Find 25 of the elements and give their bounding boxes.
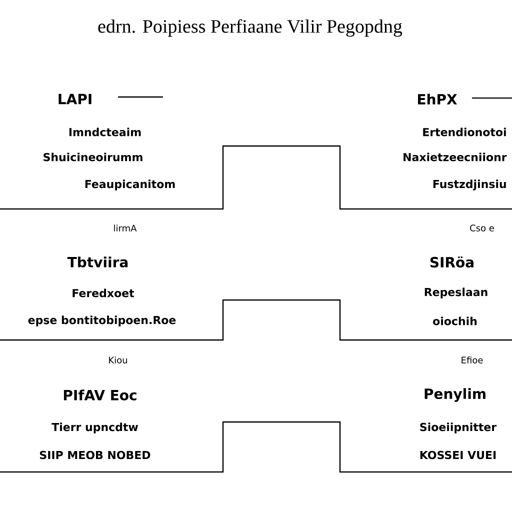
title: edrn. Poipiess Perfiaane Vilir Pegopdng <box>98 19 402 37</box>
heading-label: Penylim <box>424 388 486 402</box>
small-label: Efioe <box>462 356 483 364</box>
description-text: Fustzdjinsiu <box>433 180 506 190</box>
description-text: oiochih <box>433 316 477 326</box>
description-text: KOSSEI VUEI <box>420 450 496 460</box>
heading-label: LAPI <box>58 94 92 104</box>
description-text: Shuicineoirumm <box>44 152 142 162</box>
description-text: Tierr upncdtw <box>52 422 138 434</box>
heading-label: SIRöa <box>430 256 474 268</box>
heading-label: EhPX <box>418 94 458 104</box>
small-label: Kiou <box>109 356 127 364</box>
description-text: Repeslaan <box>424 288 488 298</box>
description-text: Imndcteaim <box>69 128 141 136</box>
small-label: Cso e <box>470 224 494 232</box>
heading-label: Tbtviira <box>67 256 128 268</box>
description-text: Sioeiipnitter <box>420 422 497 434</box>
description-text: Ertendionotoi <box>423 128 506 136</box>
description-text: epse bontitobipoen.Roe <box>28 316 176 326</box>
small-label: lirmA <box>114 224 137 232</box>
description-text: SIIP MEOB NOBED <box>40 450 150 460</box>
description-text: Feredxoet <box>72 288 134 298</box>
description-text: Feaupicanitom <box>85 180 175 190</box>
heading-label: PIfAV Eoc <box>64 390 136 400</box>
description-text: Naxietzeecniionr <box>404 152 507 162</box>
